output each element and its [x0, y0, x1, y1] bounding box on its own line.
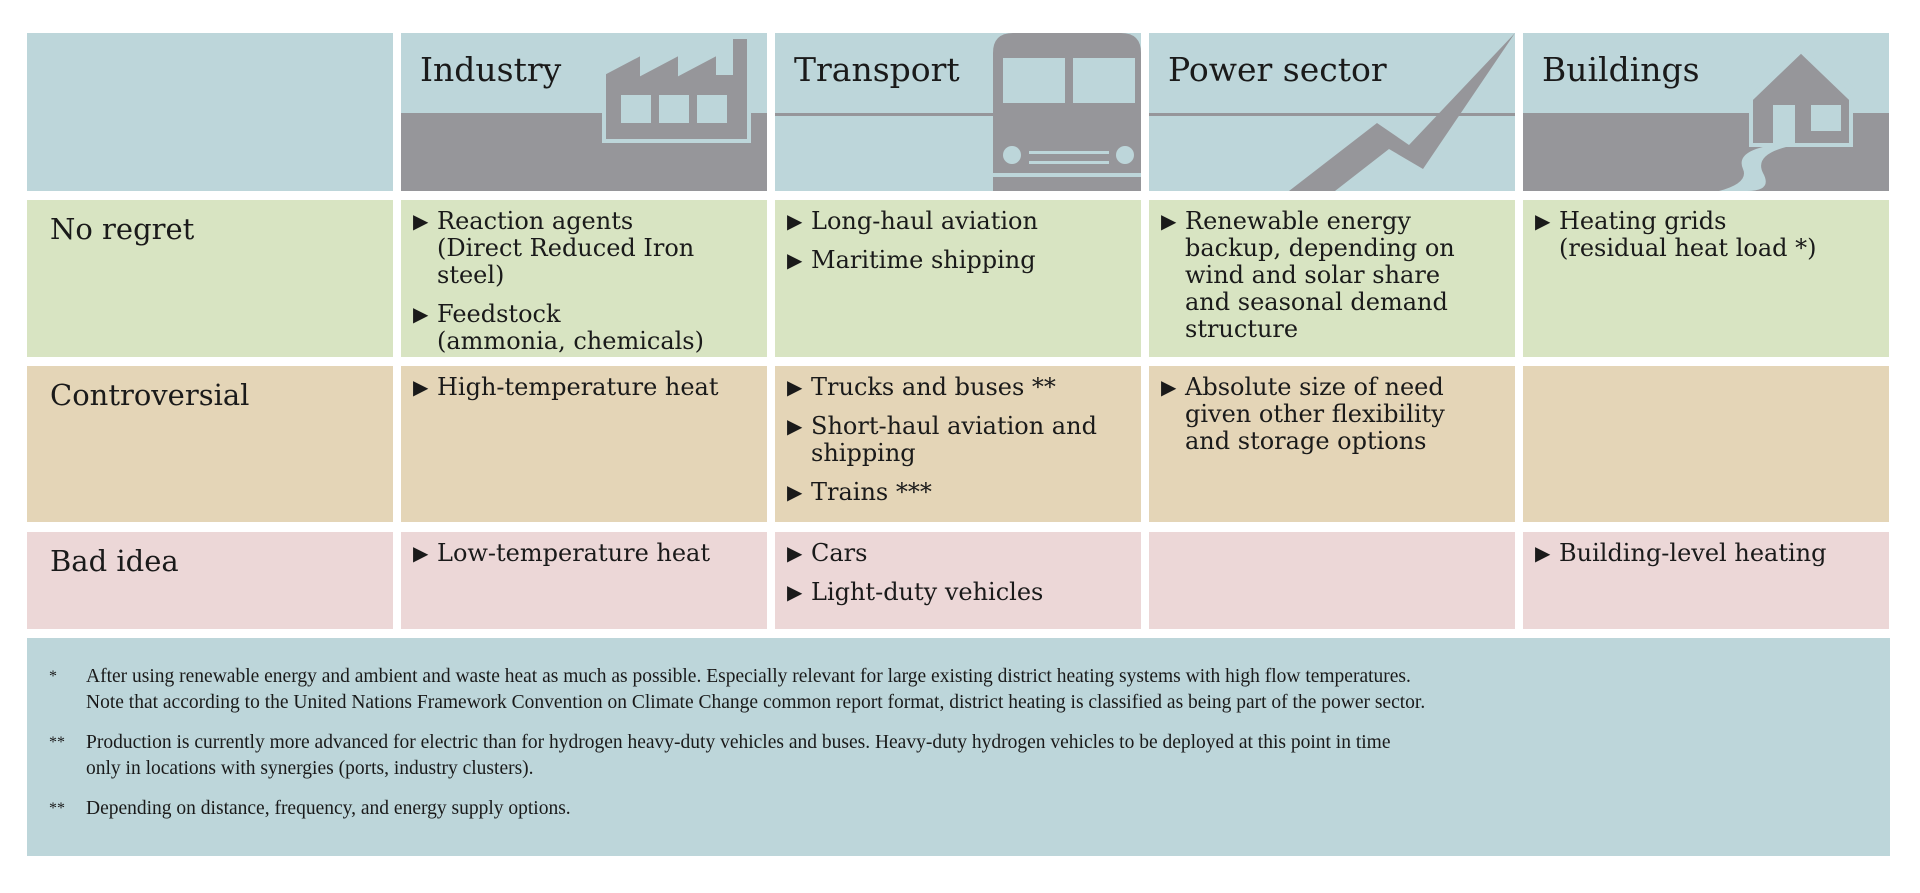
list-item-text: Reaction agents (Direct Reduced Iron ste… — [437, 207, 695, 289]
footnote-text: After using renewable energy and ambient… — [86, 666, 1426, 713]
factory-icon — [602, 35, 751, 143]
footnote-mark: * — [49, 668, 57, 685]
column-title-transport: Transport — [794, 50, 960, 89]
bullet-arrow-icon: ▶ — [1161, 209, 1177, 233]
header-power-sector: Power sector — [1149, 33, 1515, 191]
list-item-text: Maritime shipping — [811, 246, 1036, 274]
footnote-mark: ** — [49, 734, 65, 751]
list-item: ▶ Cars — [787, 540, 1133, 567]
list-item-text: Absolute size of need given other flexib… — [1185, 373, 1445, 455]
bullet-arrow-icon: ▶ — [1535, 541, 1551, 565]
list-item: ▶ Trucks and buses ** — [787, 374, 1133, 401]
list-item-text: Short-haul aviation and shipping — [811, 412, 1097, 467]
column-title-power-sector: Power sector — [1168, 50, 1387, 89]
footnote-text: Depending on distance, frequency, and en… — [86, 798, 571, 819]
row-label-cell: Controversial — [27, 366, 393, 522]
matrix-cell: ▶ Long-haul aviation ▶ Maritime shipping — [775, 200, 1141, 357]
house-icon — [1719, 36, 1866, 191]
column-title-buildings: Buildings — [1542, 50, 1700, 89]
list-item-text: Long-haul aviation — [811, 207, 1038, 235]
footnotes-panel: * After using renewable energy and ambie… — [27, 638, 1890, 856]
matrix-cell: ▶ Absolute size of need given other flexi… — [1149, 366, 1515, 522]
bullet-arrow-icon: ▶ — [787, 480, 803, 504]
bullet-arrow-icon: ▶ — [787, 414, 803, 438]
matrix-cell: ▶ Cars ▶ Light-duty vehicles — [775, 532, 1141, 629]
list-item-text: Feedstock (ammonia, chemicals) — [437, 300, 704, 355]
row-label: Controversial — [50, 378, 250, 412]
matrix-cell: ▶ Reaction agents (Direct Reduced Iron st… — [401, 200, 767, 357]
matrix-cell — [1149, 532, 1515, 629]
bullet-arrow-icon: ▶ — [1535, 209, 1551, 233]
list-item: ▶ Absolute size of need given other flexi… — [1161, 374, 1507, 455]
bus-icon — [993, 33, 1141, 191]
bullet-arrow-icon: ▶ — [787, 580, 803, 604]
footnote: ** Production is currently more advanced… — [49, 730, 1391, 782]
matrix-cell: ▶ High-temperature heat — [401, 366, 767, 522]
footnote: * After using renewable energy and ambie… — [49, 664, 1425, 716]
row-label-cell: No regret — [27, 200, 393, 357]
list-item: ▶ Renewable energy backup, depending on w… — [1161, 208, 1507, 343]
list-item: ▶ Building-level heating — [1535, 540, 1881, 567]
list-item-text: Light-duty vehicles — [811, 578, 1044, 606]
row-label: Bad idea — [50, 544, 179, 578]
bullet-arrow-icon: ▶ — [413, 302, 429, 326]
list-item-text: Trains *** — [811, 478, 932, 506]
list-item: ▶ Short-haul aviation and shipping — [787, 413, 1133, 467]
list-item: ▶ Feedstock (ammonia, chemicals) — [413, 301, 759, 355]
bullet-arrow-icon: ▶ — [787, 248, 803, 272]
list-item-text: Cars — [811, 539, 868, 567]
footnote-text: Production is currently more advanced fo… — [86, 732, 1391, 779]
lightning-bolt-icon — [1289, 33, 1515, 191]
bullet-arrow-icon: ▶ — [413, 541, 429, 565]
bullet-arrow-icon: ▶ — [1161, 375, 1177, 399]
list-item: ▶ Long-haul aviation — [787, 208, 1133, 235]
bullet-arrow-icon: ▶ — [787, 541, 803, 565]
footnote: ** Depending on distance, frequency, and… — [49, 796, 571, 822]
bullet-arrow-icon: ▶ — [413, 209, 429, 233]
list-item: ▶ Maritime shipping — [787, 247, 1133, 274]
matrix-cell: ▶ Heating grids (residual heat load *) — [1523, 200, 1889, 357]
list-item: ▶ High-temperature heat — [413, 374, 759, 401]
list-item-text: Low-temperature heat — [437, 539, 711, 567]
matrix-cell — [1523, 366, 1889, 522]
bullet-arrow-icon: ▶ — [787, 209, 803, 233]
list-item: ▶ Light-duty vehicles — [787, 579, 1133, 606]
header-corner — [27, 33, 393, 191]
list-item-text: Trucks and buses ** — [811, 373, 1056, 401]
list-item-text: Renewable energy backup, depending on wi… — [1185, 207, 1455, 343]
matrix-cell: ▶ Building-level heating — [1523, 532, 1889, 629]
matrix-cell: ▶ Renewable energy backup, depending on w… — [1149, 200, 1515, 357]
bullet-arrow-icon: ▶ — [413, 375, 429, 399]
row-label: No regret — [50, 212, 195, 246]
matrix-cell: ▶ Low-temperature heat — [401, 532, 767, 629]
matrix-cell: ▶ Trucks and buses ** ▶ Short-haul aviation… — [775, 366, 1141, 522]
column-title-industry: Industry — [420, 50, 562, 89]
header-transport: Transport — [775, 33, 1141, 191]
footnote-mark: ** — [49, 800, 65, 817]
list-item-text: High-temperature heat — [437, 373, 719, 401]
header-buildings: Buildings — [1523, 33, 1889, 191]
list-item-text: Heating grids (residual heat load *) — [1559, 207, 1817, 262]
list-item: ▶ Trains *** — [787, 479, 1133, 506]
row-label-cell: Bad idea — [27, 532, 393, 629]
list-item-text: Building-level heating — [1559, 539, 1827, 567]
bullet-arrow-icon: ▶ — [787, 375, 803, 399]
list-item: ▶ Reaction agents (Direct Reduced Iron st… — [413, 208, 759, 289]
list-item: ▶ Heating grids (residual heat load *) — [1535, 208, 1881, 262]
list-item: ▶ Low-temperature heat — [413, 540, 759, 567]
header-industry: Industry — [401, 33, 767, 191]
